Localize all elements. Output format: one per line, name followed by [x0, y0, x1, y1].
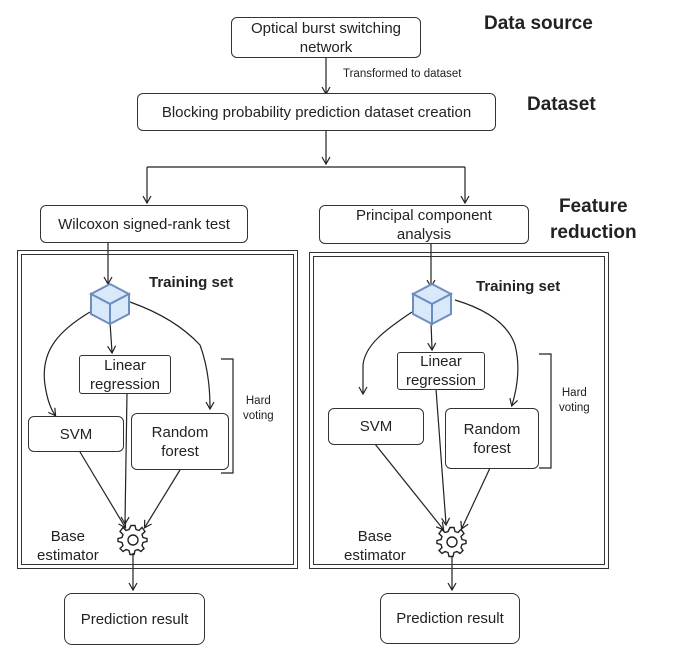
node-dataset-creation: Blocking probability prediction dataset … [137, 93, 496, 131]
left-node-random-forest: Random forest [131, 413, 229, 470]
right-cube-to-svm [358, 311, 413, 396]
right-node-random-forest: Random forest [445, 408, 539, 469]
right-rf-to-gear [460, 467, 491, 531]
pca-line1: Principal component [356, 206, 492, 224]
left-rf-line2: forest [161, 442, 199, 460]
right-base-line1: Base [357, 528, 392, 545]
right-hard-line1: Hard [561, 387, 587, 399]
left-linear-line2: regression [89, 375, 161, 393]
gear-icon [117, 524, 148, 556]
left-base-estimator-label: Base estimator [37, 527, 99, 565]
left-panel [17, 250, 298, 569]
left-node-prediction-result: Prediction result [64, 593, 205, 645]
pca-line2: analysis [396, 225, 452, 243]
left-rf-line1: Random [151, 423, 209, 441]
left-node-svm: SVM [28, 416, 124, 452]
header-data-source: Data source [484, 13, 593, 34]
right-cube-to-rf [454, 299, 519, 408]
cube-icon [88, 282, 132, 326]
left-cube-to-linear [107, 321, 117, 355]
obs-network-line1: Optical burst switching [250, 19, 402, 37]
right-hard-voting-label: Hard voting [559, 386, 590, 416]
right-linear-line1: Linear [420, 353, 462, 370]
right-svm-to-gear [374, 443, 445, 531]
left-hard-voting-label: Hard voting [243, 394, 274, 424]
left-base-line1: Base [50, 528, 85, 545]
transformed-label: Transformed to dataset [343, 68, 462, 80]
right-node-prediction-result: Prediction result [380, 593, 520, 644]
left-cube-to-svm [43, 311, 91, 417]
right-panel [309, 252, 609, 569]
right-node-linear-regression: Linear regression [397, 352, 485, 390]
right-linear-to-gear [435, 388, 451, 527]
left-rf-to-gear [143, 469, 181, 529]
left-hard-voting-bracket [221, 358, 234, 474]
node-obs-network: Optical burst switching network [231, 17, 421, 58]
left-node-linear-regression: Linear regression [79, 355, 171, 394]
right-cube-to-linear [427, 321, 437, 352]
right-base-line2: estimator [344, 547, 406, 564]
header-dataset: Dataset [527, 94, 596, 115]
left-training-set-label: Training set [149, 274, 234, 291]
obs-network-line2: network [299, 38, 353, 56]
right-node-svm: SVM [328, 408, 424, 445]
left-linear-to-gear [120, 392, 130, 526]
node-wilcoxon: Wilcoxon signed-rank test [40, 205, 248, 243]
left-base-line2: estimator [37, 547, 99, 564]
right-training-set-label: Training set [476, 278, 561, 295]
header-feature-line2: reduction [550, 222, 637, 243]
header-feature-line1: Feature [558, 196, 628, 217]
right-hard-voting-bracket [539, 353, 552, 469]
right-rf-line2: forest [473, 439, 511, 457]
right-hard-line2: voting [559, 402, 590, 414]
right-linear-line2: regression [405, 372, 477, 389]
left-cube-to-rf [129, 301, 215, 411]
left-svm-to-gear [79, 451, 127, 529]
left-linear-line1: Linear [104, 356, 146, 374]
cube-icon [410, 282, 454, 326]
node-pca: Principal component analysis [319, 205, 529, 244]
left-hard-line1: Hard [245, 395, 271, 407]
left-hard-line2: voting [243, 410, 274, 422]
right-base-estimator-label: Base estimator [344, 527, 406, 565]
gear-icon [436, 526, 467, 558]
right-rf-line1: Random [463, 420, 521, 438]
header-feature-reduction: Feature reduction [550, 194, 637, 246]
